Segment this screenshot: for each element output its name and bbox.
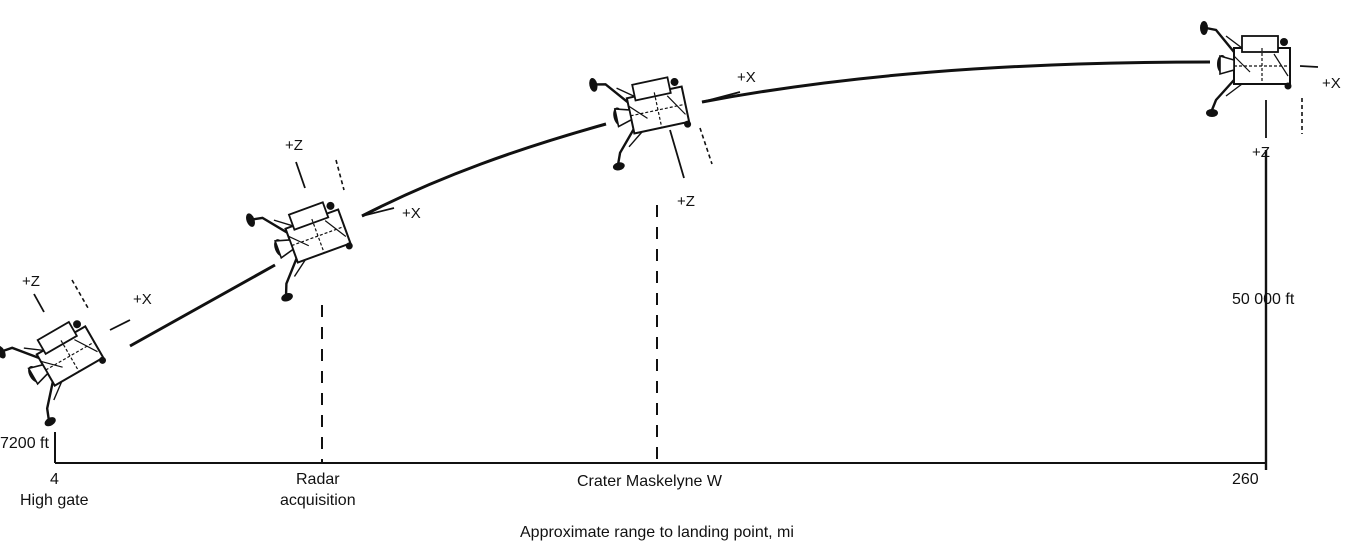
radar-label-line1: Radar	[296, 471, 340, 488]
lunar-module-high-gate-icon	[0, 301, 123, 433]
event-markers	[321, 205, 658, 463]
range-start-label: 4	[50, 471, 59, 488]
crater-plus-x-label: +X	[737, 69, 756, 86]
lunar-module-start-icon	[1198, 19, 1293, 119]
start-plus-z-label: +Z	[1252, 144, 1270, 161]
low-altitude-label: 7200 ft	[0, 435, 49, 452]
high-gate-plus-x-label: +X	[133, 291, 152, 308]
crater-plus-z-label: +Z	[677, 193, 695, 210]
radar-plus-x-label: +X	[402, 205, 421, 222]
lunar-module-crater-icon	[586, 58, 699, 174]
range-end-label: 260	[1232, 471, 1259, 488]
radar-label-line2: acquisition	[280, 492, 356, 509]
radar-plus-z-label: +Z	[285, 137, 303, 154]
x-axis-title: Approximate range to landing point, mi	[520, 524, 794, 541]
range-axis	[54, 150, 1268, 470]
body-axis-lines	[33, 65, 1319, 331]
high-gate-plus-z-label: +Z	[22, 273, 40, 290]
crater-label: Crater Maskelyne W	[577, 473, 723, 490]
high-altitude-label: 50 000 ft	[1232, 291, 1295, 308]
trajectory-curve	[129, 60, 1211, 348]
lunar-module-radar-acquisition-icon	[243, 182, 365, 307]
start-plus-x-label: +X	[1322, 75, 1341, 92]
high-gate-label: High gate	[20, 492, 89, 509]
